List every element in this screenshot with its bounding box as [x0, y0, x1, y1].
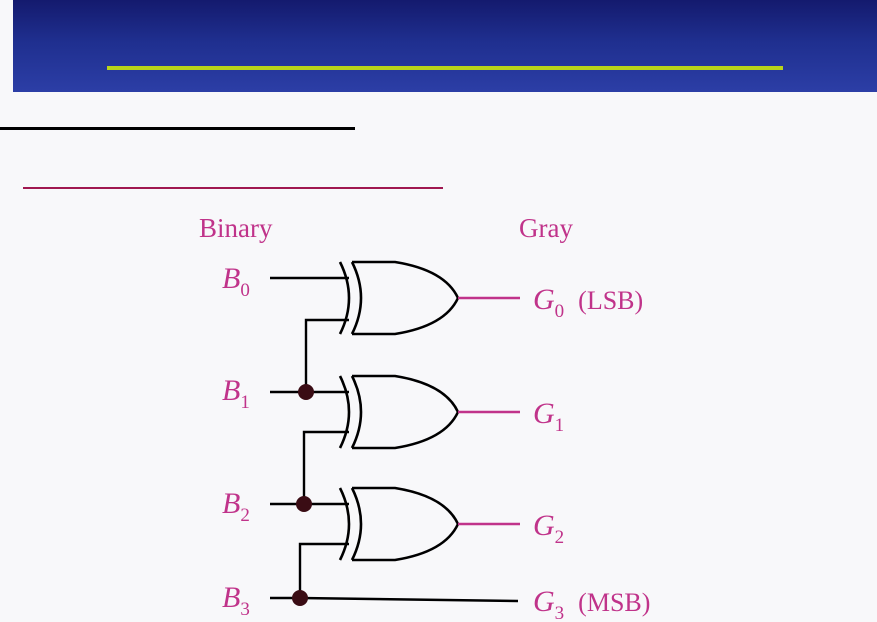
output-label-g0: G0(LSB) — [533, 283, 643, 322]
junction-b2 — [296, 496, 312, 512]
input-label-b3: B3 — [222, 581, 250, 620]
banner-underline — [107, 66, 783, 70]
heading-rule — [0, 127, 355, 130]
title-banner — [13, 0, 877, 92]
output-label-g3: G3(MSB) — [533, 585, 650, 622]
xor-gate-3 — [338, 486, 460, 562]
input-label-b1: B1 — [222, 374, 250, 413]
wire-b3-to-g3 — [299, 596, 519, 603]
subheading-rule — [23, 187, 443, 189]
input-label-b2: B2 — [222, 487, 250, 526]
junction-b1 — [298, 384, 314, 400]
wire-b3-to-gate3 — [298, 542, 349, 598]
wire-b2-to-gate2 — [302, 430, 349, 504]
gray-column-label: Gray — [519, 213, 573, 243]
output-label-g2: G2 — [533, 509, 564, 548]
wire-b1-to-gate1 — [304, 318, 349, 392]
xor-gate-2 — [338, 374, 460, 450]
output-label-g1: G1 — [533, 397, 564, 436]
xor-gate-1 — [338, 260, 460, 336]
junction-b3 — [292, 590, 308, 606]
binary-column-label: Binary — [199, 213, 273, 243]
input-label-b0: B0 — [222, 262, 250, 301]
